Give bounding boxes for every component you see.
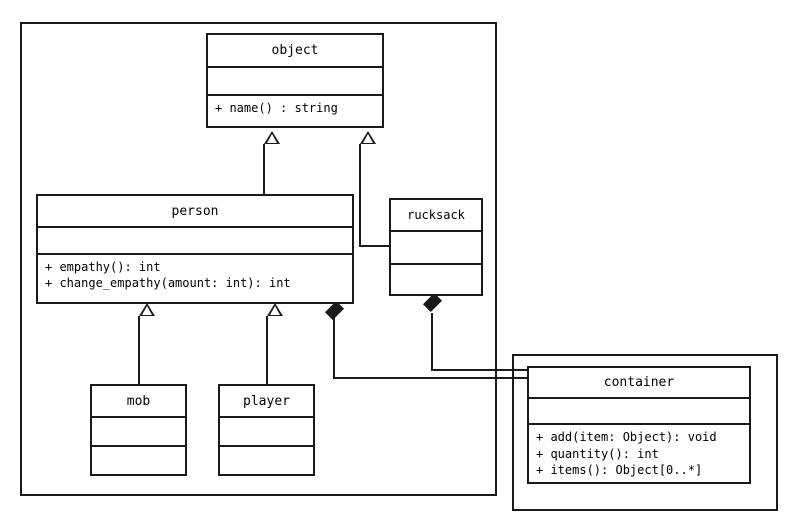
class-object[interactable]: object + name() : string	[206, 33, 384, 128]
class-player-attributes	[220, 418, 313, 447]
operation-row: + change_empathy(amount: int): int	[45, 276, 291, 291]
class-mob-operations	[92, 447, 185, 474]
generalization-arrow-player-person	[267, 303, 283, 316]
edge-rucksack-object-vertical	[359, 144, 361, 247]
class-person-name: person	[38, 196, 352, 228]
class-rucksack-name: rucksack	[391, 200, 481, 232]
class-container-attributes	[529, 399, 749, 426]
edge-player-person	[266, 316, 268, 384]
class-mob-name: mob	[92, 386, 185, 418]
class-person[interactable]: person + empathy(): int + change_empathy…	[36, 194, 354, 304]
class-person-operations: + empathy(): int + change_empathy(amount…	[38, 255, 352, 302]
edge-person-container-vertical	[333, 313, 335, 379]
generalization-arrow-person-object	[264, 131, 280, 144]
class-container-name: container	[529, 368, 749, 399]
class-object-name: object	[208, 35, 382, 68]
operation-row: + name() : string	[215, 101, 338, 115]
edge-rucksack-container-horizontal	[431, 369, 529, 371]
generalization-arrow-rucksack-object	[360, 131, 376, 144]
operation-row: + quantity(): int	[536, 446, 659, 461]
edge-rucksack-container-vertical	[431, 313, 433, 371]
operation-row: + items(): Object[0..*]	[536, 462, 703, 477]
operation-row: + add(item: Object): void	[536, 430, 717, 445]
operation-row: + empathy(): int	[45, 260, 161, 274]
container-package-frame	[512, 354, 778, 511]
class-mob[interactable]: mob	[90, 384, 187, 476]
edge-person-object	[263, 144, 265, 195]
edge-person-container-horizontal	[333, 377, 529, 379]
class-rucksack[interactable]: rucksack	[389, 198, 483, 296]
class-rucksack-attributes	[391, 232, 481, 265]
generalization-arrow-mob-person	[139, 303, 155, 316]
class-player[interactable]: player	[218, 384, 315, 476]
edge-mob-person	[138, 316, 140, 384]
class-person-attributes	[38, 228, 352, 255]
class-mob-attributes	[92, 418, 185, 447]
edge-rucksack-object-horizontal	[359, 245, 390, 247]
class-container[interactable]: container + add(item: Object): void + qu…	[527, 366, 751, 484]
main-package-frame	[20, 22, 497, 496]
class-player-operations	[220, 447, 313, 474]
class-object-attributes	[208, 68, 382, 96]
class-player-name: player	[220, 386, 313, 418]
class-rucksack-operations	[391, 265, 481, 294]
class-object-operations: + name() : string	[208, 96, 382, 126]
class-container-operations: + add(item: Object): void + quantity(): …	[529, 425, 749, 482]
